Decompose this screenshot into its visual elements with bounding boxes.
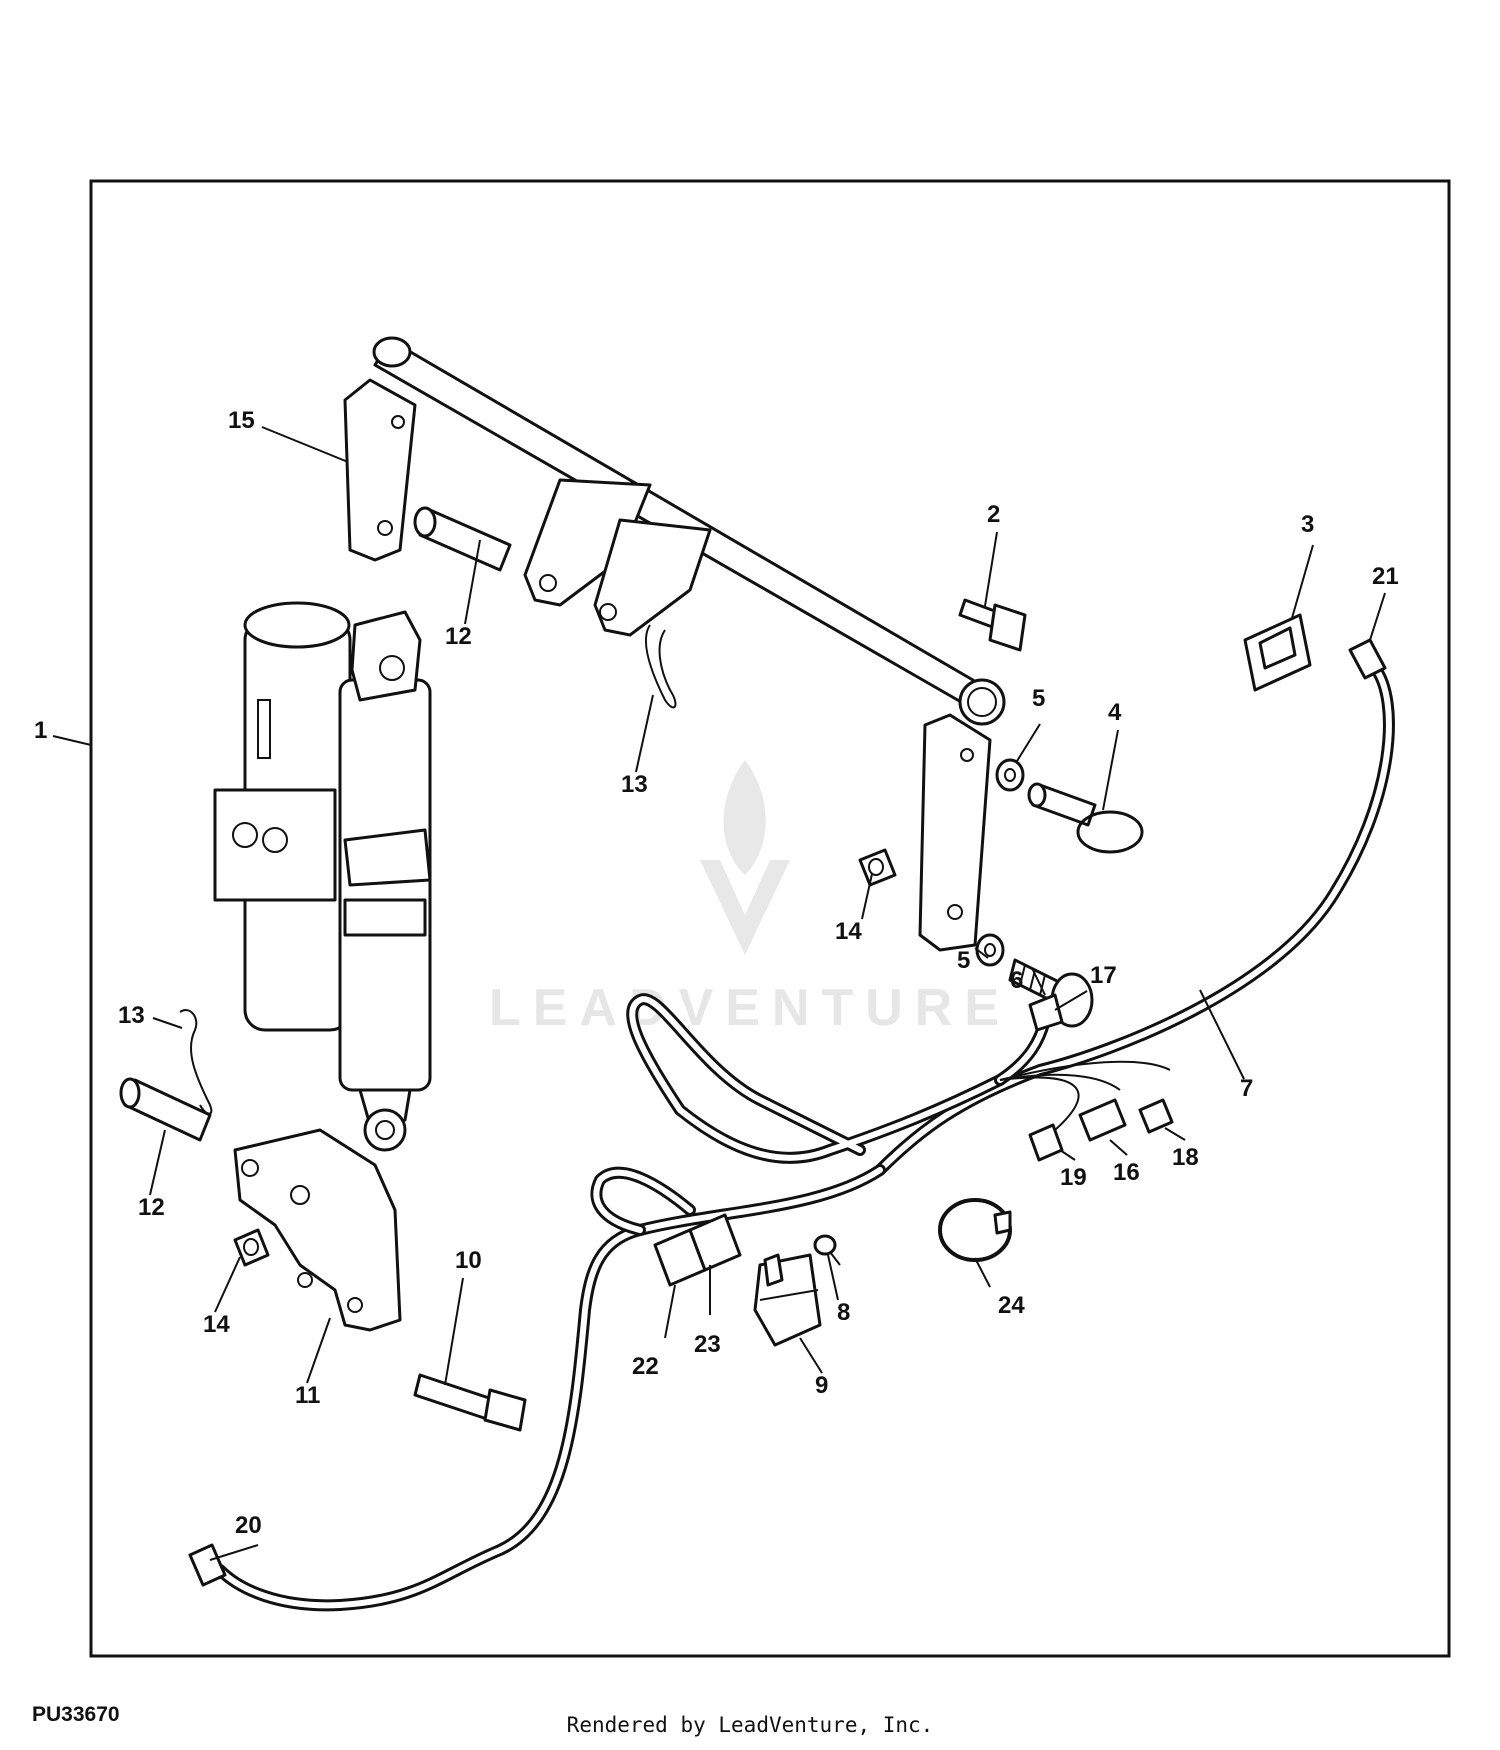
washer-lower bbox=[975, 933, 1005, 967]
connector-16 bbox=[1078, 1098, 1127, 1142]
hairpin-clip-upper bbox=[644, 624, 677, 709]
relay-screw bbox=[813, 1234, 841, 1266]
hydraulic-actuator bbox=[213, 601, 432, 1152]
pivot-pin-upper bbox=[413, 506, 512, 572]
callout-14b: 14 bbox=[203, 1311, 230, 1338]
wiring-harness bbox=[214, 662, 1395, 1612]
figure-id: PU33670 bbox=[32, 1703, 120, 1726]
callout-23: 23 bbox=[694, 1331, 721, 1358]
callout-5a: 5 bbox=[1032, 685, 1045, 712]
lower-mount-bracket bbox=[233, 1128, 402, 1332]
hairpin-clip-lower bbox=[179, 1009, 213, 1115]
callout-4: 4 bbox=[1108, 699, 1122, 726]
callout-24: 24 bbox=[998, 1292, 1025, 1319]
callout-7: 7 bbox=[1240, 1075, 1253, 1102]
callout-13a: 13 bbox=[621, 771, 648, 798]
callout-16: 16 bbox=[1113, 1159, 1140, 1186]
washer-upper bbox=[995, 758, 1025, 792]
diagram-frame bbox=[89, 179, 1451, 1658]
leader-lines bbox=[52, 426, 1386, 1561]
pivot-pin-lower bbox=[119, 1077, 212, 1142]
hex-bolt bbox=[413, 1373, 527, 1432]
connector-17 bbox=[1028, 993, 1064, 1032]
callout-2: 2 bbox=[987, 501, 1000, 528]
callout-18: 18 bbox=[1172, 1144, 1199, 1171]
callout-13b: 13 bbox=[118, 1002, 145, 1029]
connector-20 bbox=[188, 1543, 227, 1587]
connector-18 bbox=[1138, 1098, 1174, 1134]
lock-pin bbox=[1027, 782, 1144, 854]
callout-20: 20 bbox=[235, 1512, 262, 1539]
lift-arm-bracket bbox=[343, 336, 1006, 952]
callout-11: 11 bbox=[295, 1382, 320, 1409]
cable-tie bbox=[938, 1198, 1012, 1262]
render-credit: Rendered by LeadVenture, Inc. bbox=[566, 1713, 934, 1737]
callout-10: 10 bbox=[455, 1247, 482, 1274]
connector-19 bbox=[1028, 1123, 1064, 1162]
relay-socket-23 bbox=[688, 1213, 742, 1272]
callout-1: 1 bbox=[34, 717, 47, 744]
flange-nut-lower bbox=[233, 1228, 270, 1267]
flange-bolt bbox=[958, 598, 1027, 652]
callout-6: 6 bbox=[1010, 967, 1023, 994]
callout-8: 8 bbox=[837, 1299, 850, 1326]
callout-12a: 12 bbox=[445, 623, 472, 650]
watermark-logo: LEADVENTURE bbox=[489, 760, 1011, 1037]
callout-14a: 14 bbox=[835, 918, 862, 945]
callout-22: 22 bbox=[632, 1353, 659, 1380]
watermark-text: LEADVENTURE bbox=[489, 979, 1011, 1037]
flange-nut-upper bbox=[858, 848, 897, 887]
rocker-switch bbox=[1243, 613, 1312, 692]
callout-3: 3 bbox=[1301, 511, 1314, 538]
callout-19: 19 bbox=[1060, 1164, 1087, 1191]
callout-15: 15 bbox=[228, 407, 255, 434]
callout-12b: 12 bbox=[138, 1194, 165, 1221]
callout-17: 17 bbox=[1090, 962, 1117, 989]
callout-labels: 1 2 3 4 5 5 6 7 8 9 10 11 12 12 13 13 14… bbox=[34, 407, 1399, 1539]
connector-21 bbox=[1348, 638, 1387, 680]
relay bbox=[753, 1253, 822, 1347]
callout-9: 9 bbox=[815, 1372, 828, 1399]
callout-21: 21 bbox=[1372, 563, 1399, 590]
callout-5b: 5 bbox=[957, 947, 970, 974]
clevis-pin bbox=[1008, 958, 1094, 1028]
